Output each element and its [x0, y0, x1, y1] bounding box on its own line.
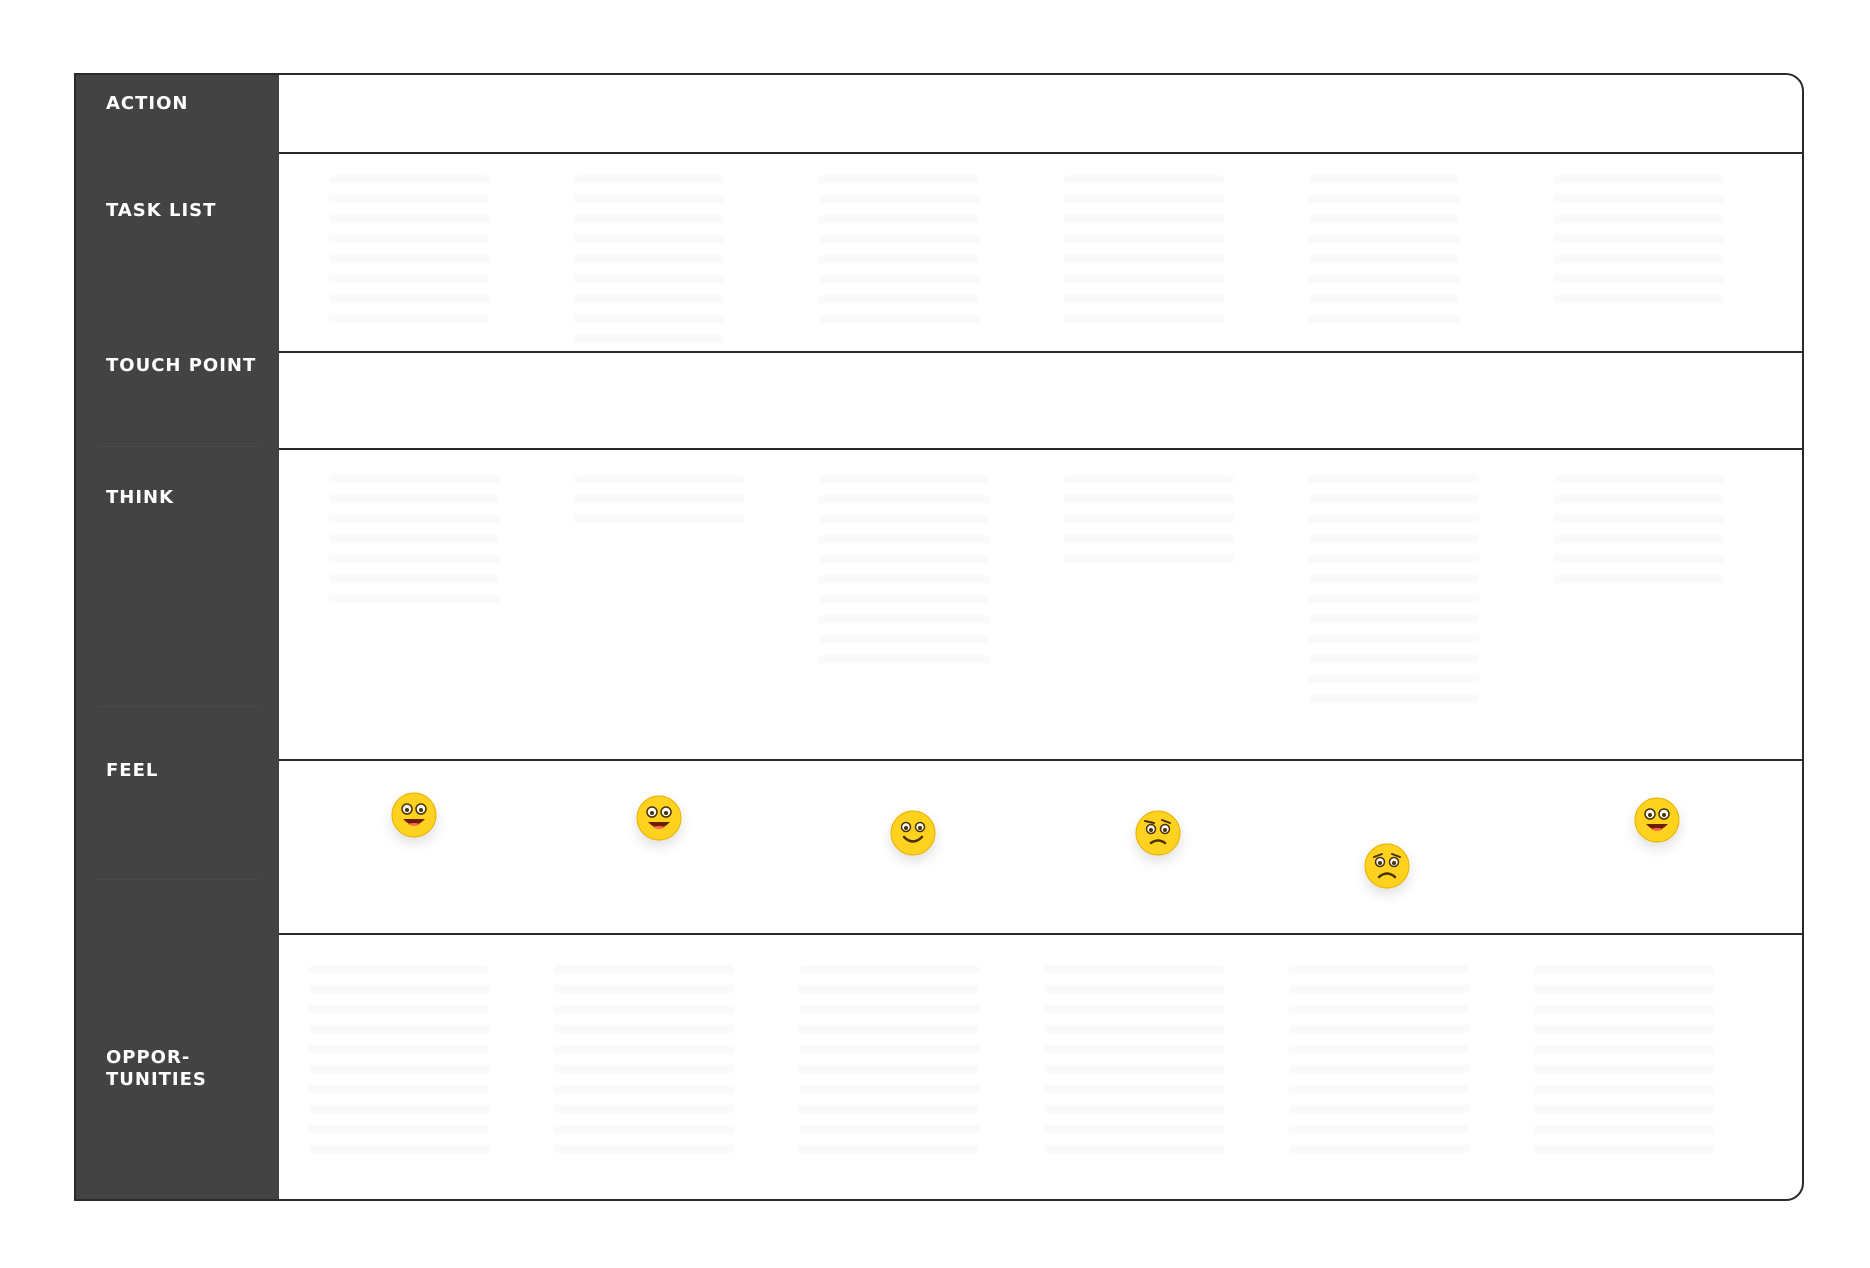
think-cell [1554, 475, 1724, 595]
think-cell [1309, 475, 1479, 715]
task-cell [574, 175, 724, 345]
smiling-face-icon [889, 809, 937, 857]
row-label-feel: FEEL [106, 760, 159, 781]
opportunity-cell [799, 965, 979, 1165]
think-cell [329, 475, 499, 615]
row-label-touch-point: TOUCH POINT [106, 355, 257, 376]
row-divider [279, 933, 1802, 935]
row-divider [279, 351, 1802, 353]
opportunity-cell [1289, 965, 1469, 1165]
label-divider [98, 706, 258, 707]
row-label-action: ACTION [106, 93, 189, 114]
think-cell [1064, 475, 1234, 575]
label-divider [98, 446, 258, 447]
task-cell [1554, 175, 1724, 305]
label-divider [98, 879, 258, 880]
grinning-face-icon [390, 791, 438, 839]
worried-face-icon [1363, 842, 1411, 890]
raised-eyebrow-face-icon [1134, 809, 1182, 857]
opportunity-cell [309, 965, 489, 1165]
journey-map-board: ACTION TASK LIST TOUCH POINT THINK FEEL … [74, 73, 1804, 1201]
row-label-opportunities: OPPOR- TUNITIES [106, 1047, 207, 1090]
task-cell [329, 175, 489, 325]
row-divider [279, 448, 1802, 450]
opportunity-cell [554, 965, 734, 1165]
row-label-think: THINK [106, 487, 175, 508]
think-cell [574, 475, 744, 535]
task-cell [1064, 175, 1224, 325]
opportunity-cell [1044, 965, 1224, 1165]
grinning-face-icon [635, 794, 683, 842]
think-cell [819, 475, 989, 675]
opportunity-cell [1534, 965, 1714, 1165]
row-divider [279, 152, 1802, 154]
row-divider [279, 759, 1802, 761]
row-label-column: ACTION TASK LIST TOUCH POINT THINK FEEL … [76, 75, 279, 1199]
journey-content-area [279, 75, 1802, 1199]
task-cell [819, 175, 979, 325]
task-cell [1309, 175, 1459, 335]
grinning-face-icon [1633, 796, 1681, 844]
row-label-task-list: TASK LIST [106, 200, 217, 221]
